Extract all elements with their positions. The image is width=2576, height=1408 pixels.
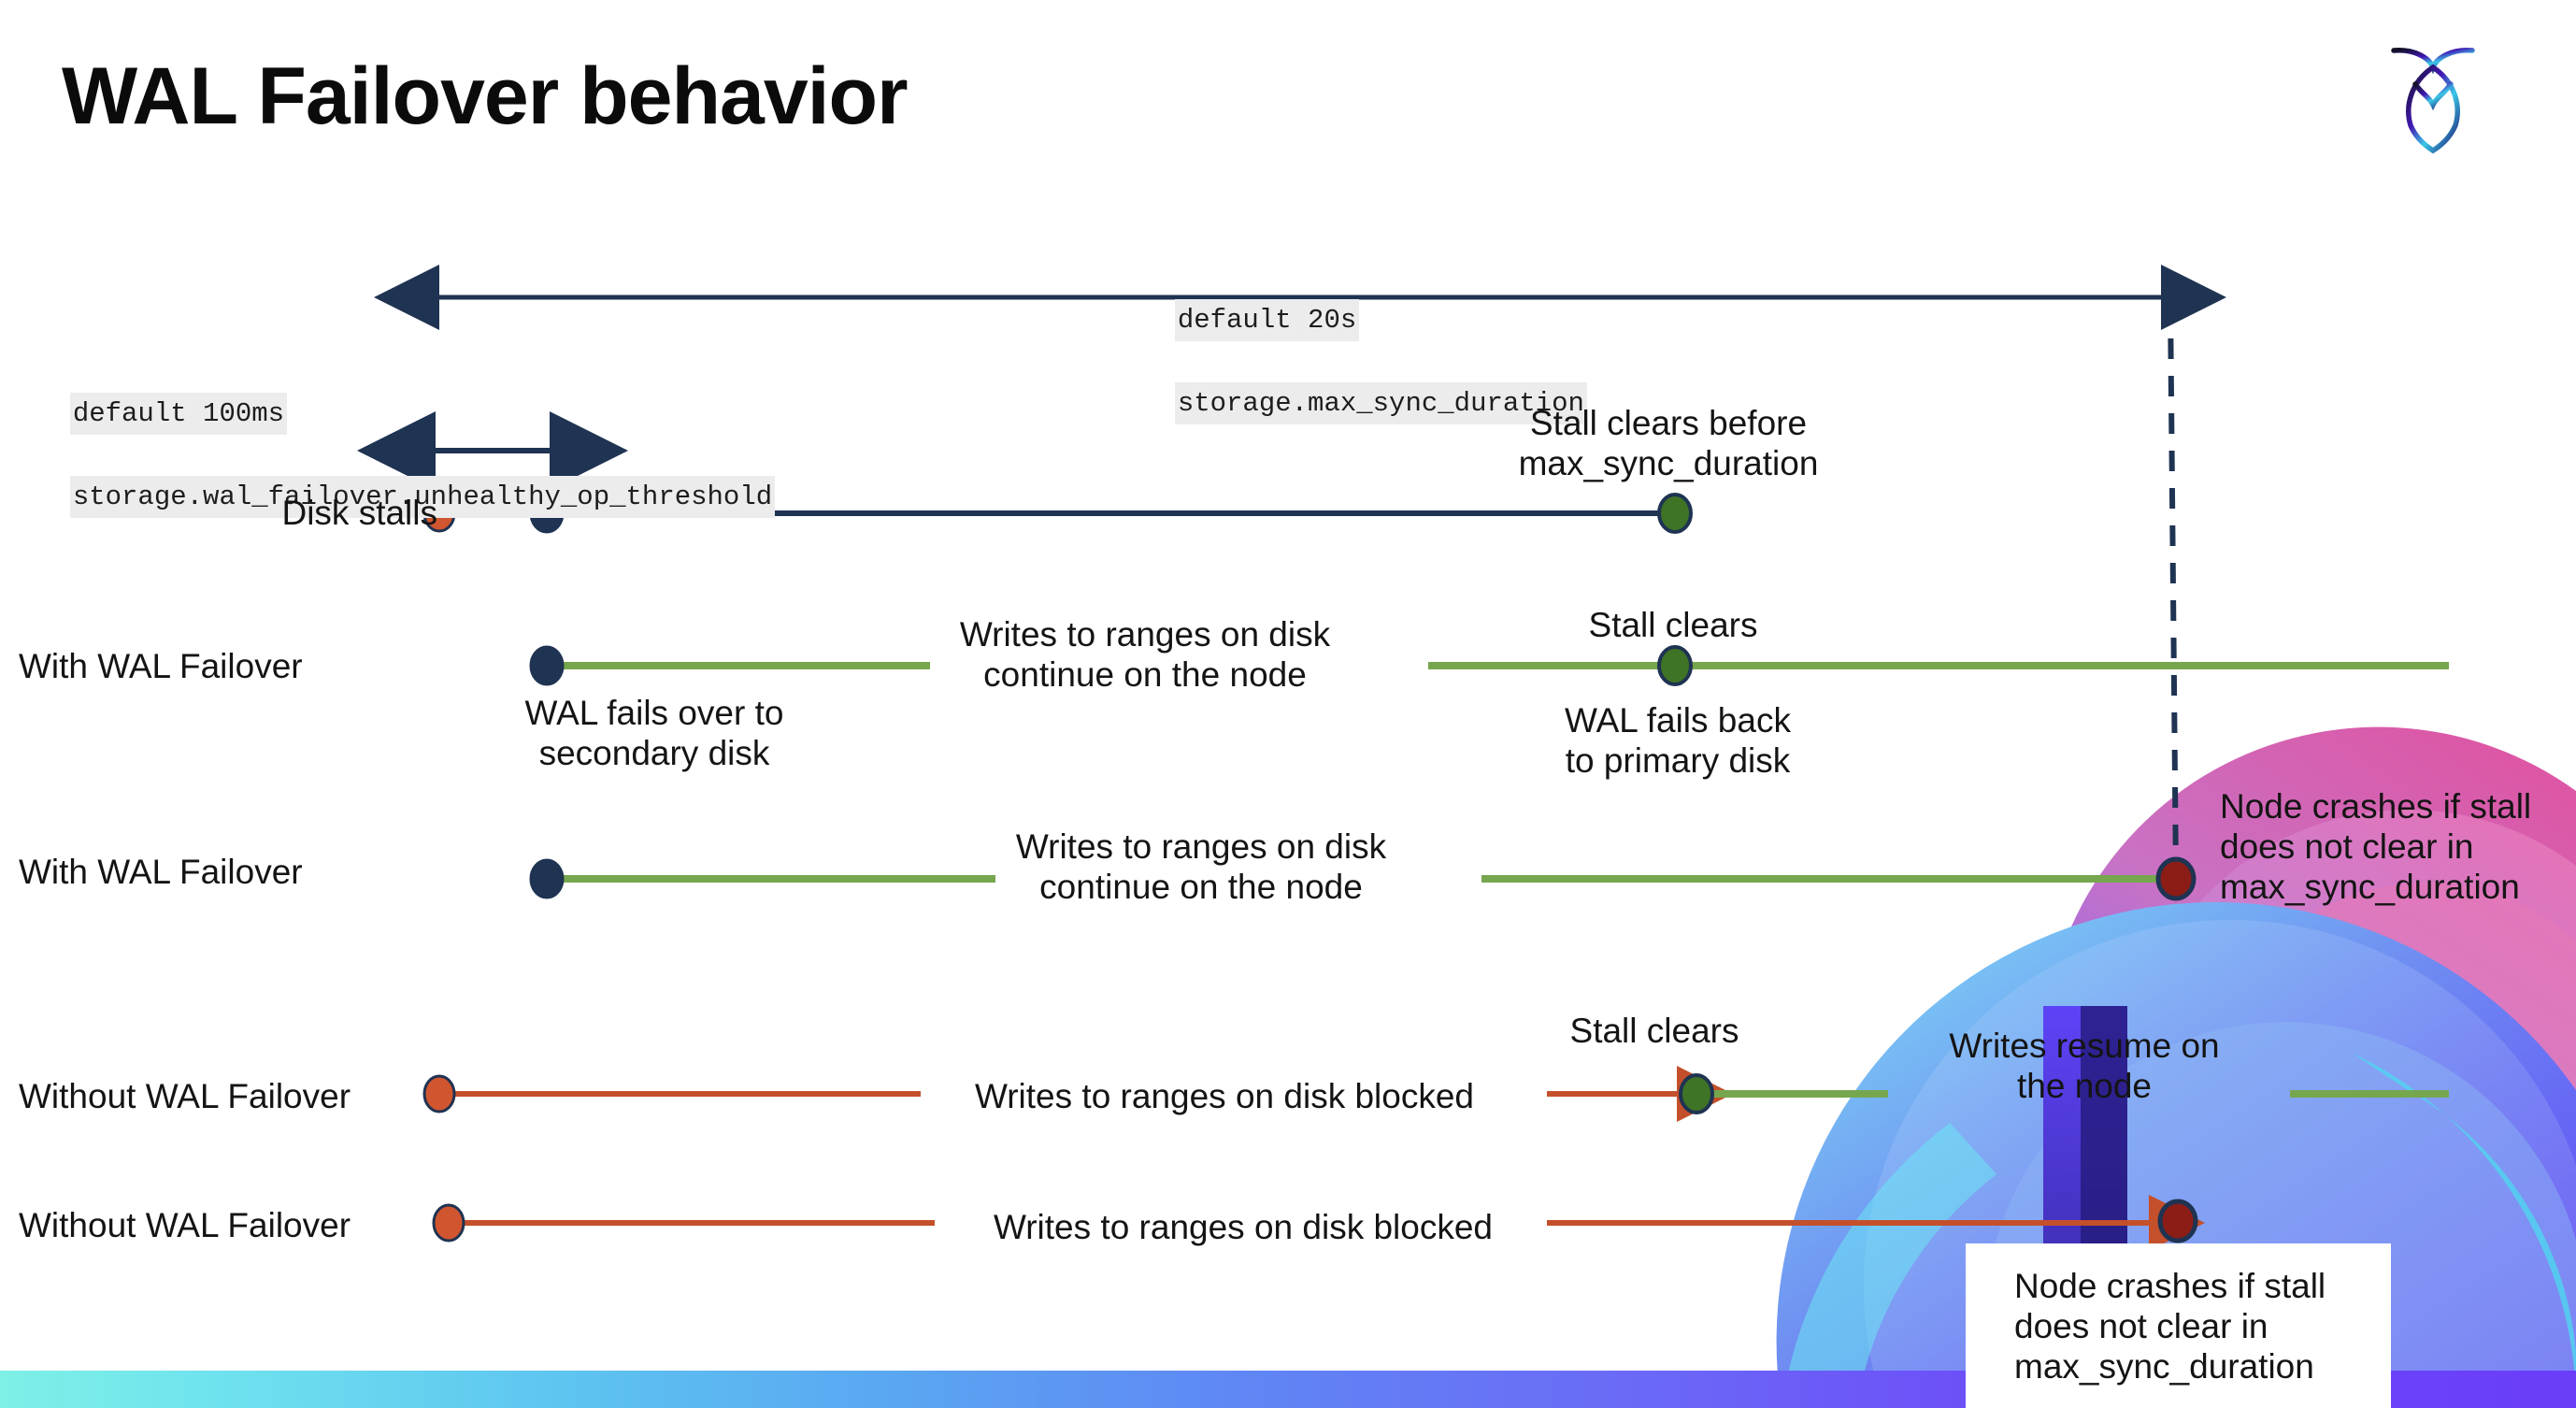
annotation-wal-fails-over: WAL fails over to secondary disk xyxy=(524,694,784,772)
annotation-writes-continue-1: Writes to ranges on disk continue on the… xyxy=(959,615,1331,694)
max-sync-duration-dropline xyxy=(2168,300,2179,880)
row-label-disk-stalls: Disk stalls xyxy=(281,494,437,532)
annotation-node-crashes-1: Node crashes if stall does not clear in … xyxy=(2220,787,2532,906)
annotation-node-crashes-2: Node crashes if stall does not clear in … xyxy=(2014,1267,2326,1386)
annotation-writes-resume: Writes resume on the node xyxy=(1949,1027,2220,1105)
annotation-writes-blocked-2: Writes to ranges on disk blocked xyxy=(993,1208,1494,1246)
timeline-with-wal-failover-clears xyxy=(529,645,2449,686)
page-title: WAL Failover behavior xyxy=(62,51,909,141)
max-sync-default-label: default 20s xyxy=(1174,298,1360,341)
annotation-writes-continue-2: Writes to ranges on disk continue on the… xyxy=(1015,827,1387,906)
unhealthy-op-default-label: default 100ms xyxy=(69,392,288,435)
max-sync-duration-setting-chip: default 20s storage.max_sync_duration xyxy=(1142,258,1587,424)
unhealthy-op-name-label: storage.wal_failover.unhealthy_op_thresh… xyxy=(69,475,776,518)
unhealthy-op-threshold-setting-chip: default 100ms storage.wal_failover.unhea… xyxy=(37,352,776,518)
annotation-stall-clears-1: Stall clears xyxy=(1588,606,1758,644)
annotation-writes-blocked-1: Writes to ranges on disk blocked xyxy=(974,1077,1475,1115)
annotation-stall-clears-2: Stall clears xyxy=(1569,1012,1739,1050)
row-label-without-wal-failover-2: Without WAL Failover xyxy=(19,1206,351,1244)
annotation-wal-fails-back: WAL fails back to primary disk xyxy=(1565,701,1791,780)
cockroachdb-logo xyxy=(2391,48,2475,154)
annotation-stall-clears-before-max: Stall clears before max_sync_duration xyxy=(1518,404,1819,482)
row-label-with-wal-failover-2: With WAL Failover xyxy=(19,853,303,891)
max-sync-name-label: storage.max_sync_duration xyxy=(1174,381,1587,424)
row-label-with-wal-failover-1: With WAL Failover xyxy=(19,647,303,685)
row-label-without-wal-failover-1: Without WAL Failover xyxy=(19,1077,351,1115)
